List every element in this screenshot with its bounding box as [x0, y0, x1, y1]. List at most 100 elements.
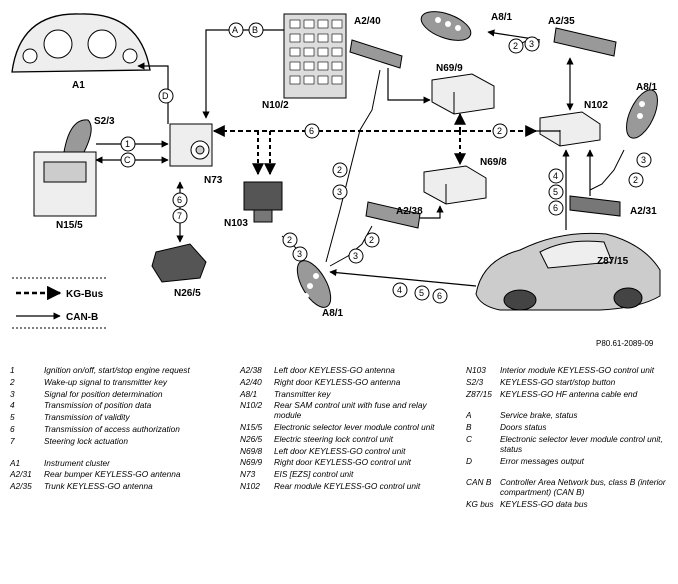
svg-text:A: A [232, 25, 238, 35]
legend-row: A2/40 Right door KEYLESS-GO antenna [240, 376, 454, 388]
legend-value: Interior module KEYLESS-GO control unit [500, 365, 655, 375]
kg-bus-label: KG-Bus [66, 289, 104, 300]
svg-text:B: B [252, 25, 258, 35]
keyless-go-diagram: A1 N10/2 A2/40 A8/1 A2/35 N69/9 A8/1 [11, 11, 661, 329]
transmitter-key-right [626, 89, 658, 139]
svg-text:2: 2 [337, 165, 342, 175]
legend-gap [10, 449, 224, 459]
legend-value: Transmitter key [274, 388, 331, 399]
legend-value: Rear SAM control unit with fuse and rela… [274, 400, 427, 421]
label-n73: N73 [204, 175, 223, 186]
legend-value: Doors status [500, 422, 547, 433]
interior-module-control-unit [243, 181, 283, 223]
svg-text:7: 7 [177, 211, 182, 221]
signal-marker-labels: A B D 1 C 6 2 6 7 2 3 2 3 2 3 3 2 4 5 6 … [124, 25, 646, 301]
legend-value: Steering lock actuation [44, 435, 128, 446]
legend-row: A2/35 Trunk KEYLESS-GO antenna [10, 481, 224, 492]
label-n69-8: N69/8 [480, 157, 507, 168]
rear-bumper-antenna [569, 195, 621, 217]
svg-text:1: 1 [125, 139, 130, 149]
right-door-control-unit [431, 73, 495, 115]
legend-row: KG bus KEYLESS-GO data bus [466, 498, 674, 510]
legend-key: B [466, 422, 472, 433]
legend-value: Right door KEYLESS-GO control unit [274, 457, 411, 468]
label-a2-35: A2/35 [548, 16, 575, 27]
legend-key: 6 [10, 423, 15, 434]
label-a8-1-top: A8/1 [491, 12, 513, 23]
svg-text:3: 3 [337, 187, 342, 197]
legend-value: Transmission of position data [44, 400, 152, 411]
label-n102: N102 [584, 100, 608, 111]
legend-key: A2/40 [240, 376, 262, 387]
legend-value: Left door KEYLESS-GO control unit [274, 445, 406, 456]
figure-reference: P80.61-2089-09 [596, 339, 654, 348]
legend-key: A8/1 [240, 388, 258, 399]
trunk-antenna [553, 27, 617, 57]
label-n26-5: N26/5 [174, 288, 201, 299]
label-n15-5: N15/5 [56, 220, 83, 231]
legend-value: Service brake, status [500, 410, 578, 421]
legend-row: 4 Transmission of position data [10, 401, 224, 411]
svg-text:3: 3 [529, 39, 534, 49]
can-b-label: CAN-B [66, 312, 98, 323]
legend-key: 3 [10, 388, 15, 399]
svg-text:2: 2 [513, 41, 518, 51]
legend-value: Electric steering lock control unit [274, 433, 393, 444]
vehicle [475, 232, 661, 311]
legend-key: CAN B [466, 477, 492, 488]
svg-text:2: 2 [633, 175, 638, 185]
svg-text:6: 6 [177, 195, 182, 205]
legend-value: KEYLESS-GO start/stop button [500, 376, 616, 387]
transmitter-key-bottom [296, 260, 332, 308]
legend-value: Trunk KEYLESS-GO antenna [44, 481, 153, 492]
legend-key: A2/35 [10, 481, 32, 492]
legend-value: Signal for position determination [44, 388, 163, 399]
svg-text:6: 6 [437, 291, 442, 301]
legend-key: N73 [240, 469, 256, 480]
legend-row: 7 Steering lock actuation [10, 435, 224, 447]
legend-key: 4 [10, 400, 15, 411]
legend-key: N10/2 [240, 400, 263, 411]
svg-text:3: 3 [641, 155, 646, 165]
svg-text:6: 6 [553, 203, 558, 213]
legend-value: Left door KEYLESS-GO antenna [274, 365, 395, 375]
legend-value: Transmission of access authorization [44, 423, 180, 434]
legend-key: Z87/15 [466, 388, 492, 399]
label-a2-40: A2/40 [354, 16, 381, 27]
svg-text:2: 2 [287, 235, 292, 245]
svg-text:5: 5 [553, 187, 558, 197]
instrument-cluster [11, 13, 151, 73]
legend-value: Error messages output [500, 455, 584, 466]
rear-module-control-unit [539, 111, 601, 147]
label-n69-9: N69/9 [436, 63, 463, 74]
legend-key: A [466, 410, 472, 421]
legend-value: Controller Area Network bus, class B (in… [500, 477, 666, 498]
rear-sam-module [283, 13, 347, 99]
legend-value: KEYLESS-GO data bus [500, 498, 588, 509]
legend-value: Rear module KEYLESS-GO control unit [274, 480, 421, 491]
legend-key: 7 [10, 435, 15, 446]
legend-row: 6 Transmission of access authorization [10, 423, 224, 435]
legend-key: N102 [240, 480, 260, 491]
legend-value: Wake-up signal to transmitter key [44, 376, 167, 387]
legend-key: A2/31 [10, 469, 32, 480]
legend-key: C [466, 433, 472, 444]
legend-row: CAN B Controller Area Network bus, class … [466, 478, 674, 498]
svg-text:C: C [124, 155, 131, 165]
legend-key: N15/5 [240, 421, 263, 432]
steering-lock-unit [151, 243, 207, 283]
legend-value: Right door KEYLESS-GO antenna [274, 376, 401, 387]
legend-row: B Doors status [466, 422, 674, 433]
legend-value: Electronic selector lever module control… [500, 433, 663, 454]
legend-key: KG bus [466, 498, 494, 509]
